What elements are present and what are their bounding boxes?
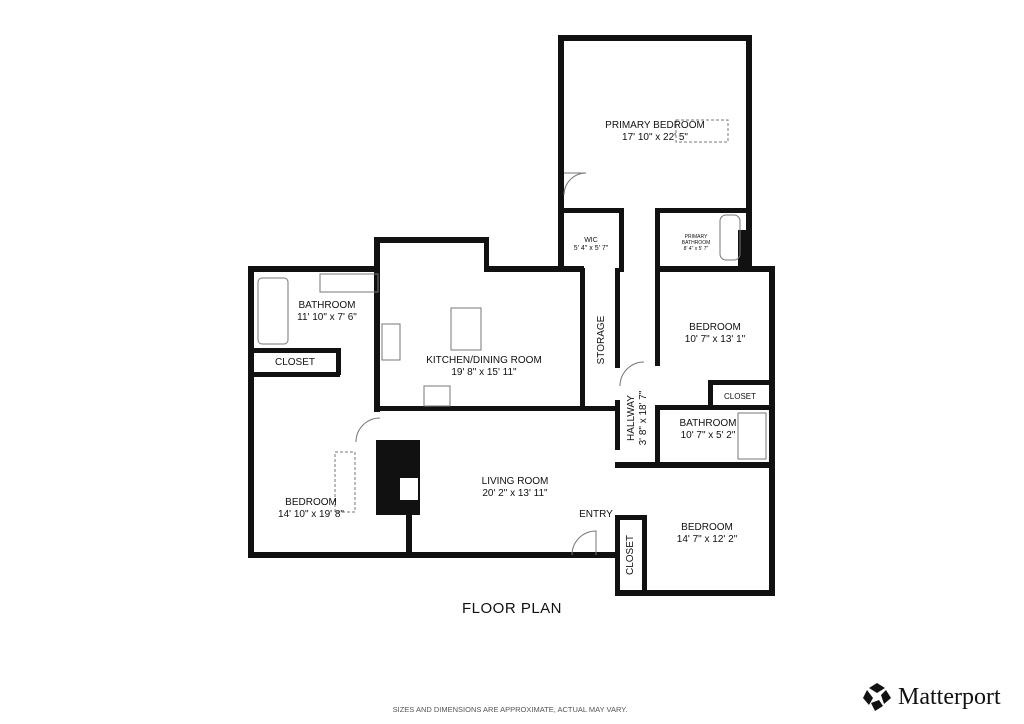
vanity-left — [319, 273, 379, 293]
brand-name: Matterport — [898, 683, 1001, 710]
door-swing — [619, 361, 645, 387]
room-dims: 5' 4" x 5' 7" — [573, 245, 609, 252]
room-dims: 14' 7" x 12' 2" — [676, 534, 738, 545]
room-name: BEDROOM — [285, 497, 337, 508]
room-entry: ENTRY — [579, 509, 613, 521]
room-name: CLOSET — [274, 357, 316, 368]
shower-right — [737, 412, 767, 460]
room-dims: 10' 7" x 13' 1" — [684, 334, 746, 345]
room-name: PRIMARY BATHROOM — [681, 234, 711, 246]
kitchen-island — [450, 307, 482, 351]
room-closet-right: CLOSET — [724, 391, 756, 403]
room-name: CLOSET — [723, 392, 757, 401]
matterport-logo: Matterport — [862, 682, 1001, 712]
room-name: BEDROOM — [689, 322, 741, 333]
room-dims: 11' 10" x 7' 6" — [297, 312, 357, 323]
fixtures — [257, 119, 767, 556]
sink-kitchen — [381, 323, 401, 361]
matterport-logo-icon — [863, 683, 891, 711]
room-name: LIVING ROOM — [481, 476, 549, 487]
room-dims: 3' 8" x 18' 7" — [638, 390, 649, 446]
room-dims: 20' 2" x 13' 11" — [482, 488, 548, 499]
room-name: ENTRY — [579, 509, 613, 520]
room-name: BATHROOM — [298, 300, 356, 311]
room-storage: STORAGE — [596, 316, 608, 365]
room-name: STORAGE — [596, 315, 607, 365]
skylight-left — [334, 451, 356, 513]
disclaimer: SIZES AND DIMENSIONS ARE APPROXIMATE, AC… — [392, 705, 628, 714]
skylight-primary — [675, 119, 729, 143]
room-dims: 14' 10" x 19' 8" — [278, 509, 344, 520]
bathtub-left — [257, 277, 289, 345]
room-dims: 8' 4" x 5' 7" — [683, 246, 709, 252]
fireplace-opening — [400, 478, 418, 500]
room-name: HALLWAY — [626, 395, 637, 441]
room-name: PRIMARY BEDROOM — [605, 120, 705, 131]
room-dims: 19' 8" x 15' 11" — [451, 367, 517, 378]
door-swing — [563, 172, 587, 196]
room-name: BEDROOM — [681, 522, 733, 533]
room-dims: 17' 10" x 22' 5" — [622, 132, 688, 143]
bathtub-primary — [719, 214, 741, 261]
room-closet-left: CLOSET — [275, 357, 315, 369]
room-name: WIC — [584, 237, 598, 244]
room-name: CLOSET — [625, 534, 636, 576]
room-name: BATHROOM — [679, 418, 737, 429]
room-name: KITCHEN/DINING ROOM — [426, 355, 542, 366]
door-swing — [355, 417, 381, 443]
door-swing — [571, 530, 597, 556]
room-dims: 10' 7" x 5' 2" — [680, 430, 736, 441]
plan-title: FLOOR PLAN — [461, 600, 563, 617]
room-closet-bottom: CLOSET — [625, 535, 637, 575]
stove — [423, 385, 451, 407]
